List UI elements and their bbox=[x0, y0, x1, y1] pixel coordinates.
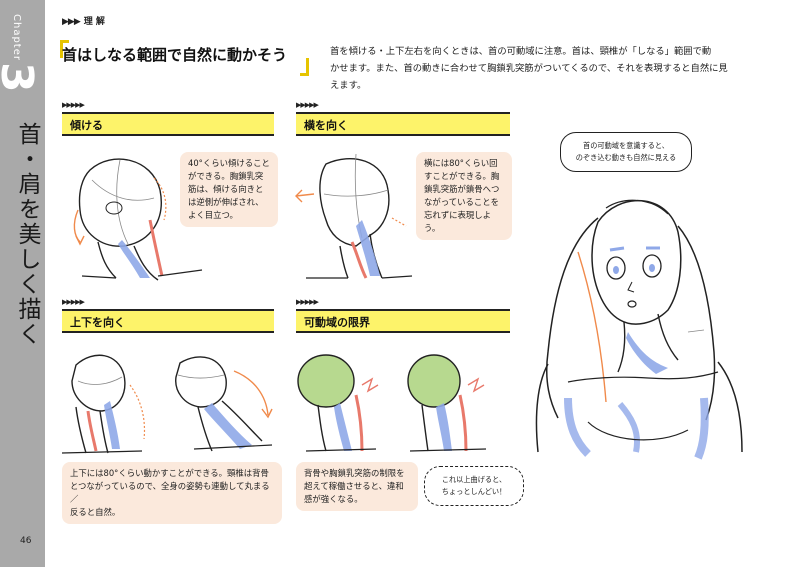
intro-paragraph: 首を傾ける・上下左右を向くときは、首の可動域に注意。首は、頸椎が「しなる」範囲で… bbox=[330, 43, 780, 94]
turn-head-illustration bbox=[295, 153, 413, 279]
limit-heads-illustration bbox=[297, 354, 487, 452]
updown-heads-illustration bbox=[61, 354, 273, 454]
chapter-number: 3 bbox=[0, 62, 42, 93]
marker-arrows: ▶▶▶ bbox=[62, 17, 81, 27]
girl-figure-illustration bbox=[535, 199, 743, 460]
figure-speech-bubble: 首の可動域を意識すると、 のぞき込む動きも自然に見える bbox=[560, 132, 692, 172]
updown-note: 上下には80°くらい動かすことができる。頸椎は背骨 とつながっているので、全身の… bbox=[62, 462, 282, 524]
page-headline: 首はしなる範囲で自然に動かそう bbox=[62, 46, 288, 64]
section-arrows: ▶▶▶▶▶ bbox=[296, 298, 319, 306]
section-tilt-header: ▶▶▶▶▶ 傾ける bbox=[62, 101, 274, 136]
intro-line: えます。 bbox=[330, 80, 367, 91]
section-arrows: ▶▶▶▶▶ bbox=[296, 101, 319, 109]
section-updown-label: 上下を向く bbox=[70, 316, 125, 329]
limit-speech-bubble: これ以上曲げると、 ちょっとしんどい！ bbox=[424, 466, 524, 506]
chapter-sidebar bbox=[0, 0, 45, 567]
intro-line: 首を傾ける・上下左右を向くときは、首の可動域に注意。首は、頸椎が「しなる」範囲で… bbox=[330, 46, 712, 57]
section-arrows: ▶▶▶▶▶ bbox=[62, 298, 85, 306]
headline-bracket-right bbox=[300, 58, 309, 76]
tilt-note: 40°くらい傾けること ができる。胸鎖乳突 筋は、傾ける向きと は逆側が伸ばされ… bbox=[180, 152, 278, 227]
sidebar-divider bbox=[45, 0, 53, 567]
chapter-title: 首・肩を美しく描く bbox=[14, 122, 40, 347]
tilt-head-illustration bbox=[73, 158, 203, 281]
limit-note: 背骨や胸鎖乳突筋の制限を 超えて稼働させると、違和 感が強くなる。 bbox=[296, 462, 418, 511]
section-turn-header: ▶▶▶▶▶ 横を向く bbox=[296, 101, 510, 136]
marker-label: 理 解 bbox=[83, 17, 105, 27]
section-limit-label: 可動域の限界 bbox=[304, 316, 370, 329]
section-updown-header: ▶▶▶▶▶ 上下を向く bbox=[62, 298, 274, 333]
page-number: 46 bbox=[20, 536, 32, 546]
section-limit-header: ▶▶▶▶▶ 可動域の限界 bbox=[296, 298, 510, 333]
turn-note: 横には80°くらい回 すことができる。胸 鎖乳突筋が鎖骨へつ ながっていることを… bbox=[416, 152, 512, 240]
headline-bracket-left bbox=[60, 40, 69, 58]
chapter-word: Chapter bbox=[11, 14, 22, 61]
section-turn-label: 横を向く bbox=[304, 119, 348, 132]
section-arrows: ▶▶▶▶▶ bbox=[62, 101, 85, 109]
intro-line: かせます。また、首の動きに合わせて胸鎖乳突筋がついてくるので、それを表現すると自… bbox=[330, 63, 728, 74]
section-marker: ▶▶▶理 解 bbox=[62, 14, 105, 27]
section-tilt-label: 傾ける bbox=[70, 119, 103, 132]
